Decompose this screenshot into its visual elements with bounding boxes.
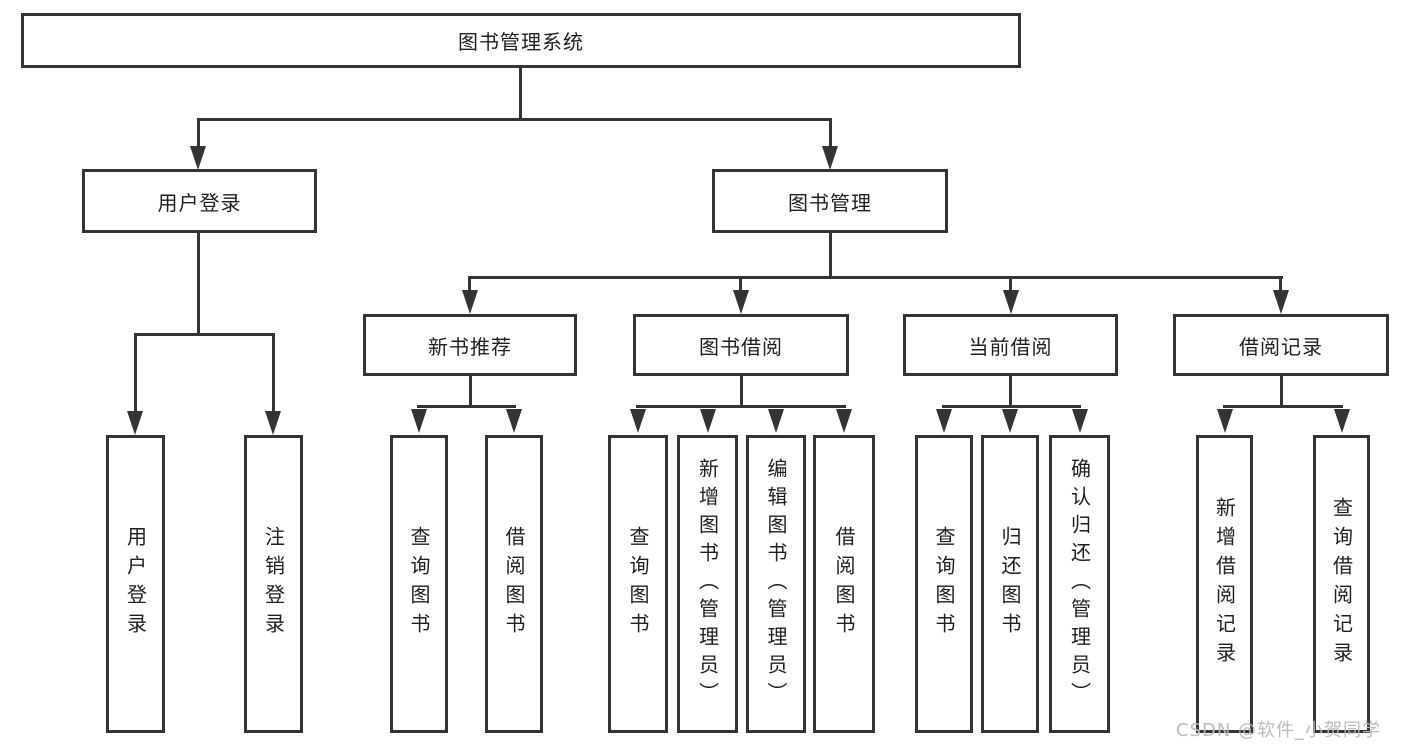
connector-to-mgmt-shaft xyxy=(829,118,832,148)
leaf-rec-add-record: 新增借阅记录 xyxy=(1196,435,1253,733)
leaf-user-login: 用户登录 xyxy=(106,435,165,733)
arrowhead-borrow xyxy=(733,290,749,314)
connector-current-shaft xyxy=(1009,276,1012,292)
connector-newbook-branch xyxy=(417,405,516,408)
connector-newbook-stem xyxy=(469,376,472,407)
node-user-login: 用户登录 xyxy=(82,169,317,233)
connector-login-stem xyxy=(197,233,200,335)
csdn-watermark: CSDN @软件_小贺同学 xyxy=(1176,720,1382,741)
leaf-cur-confirm-return: 确认归还（管理员） xyxy=(1049,435,1110,733)
leaf-bw-query-book: 查询图书 xyxy=(608,435,668,733)
arrowhead-cur-query xyxy=(936,409,952,433)
arrowhead-rec-add xyxy=(1217,409,1233,433)
connector-mgmt-stem xyxy=(829,233,832,278)
leaf-bw-edit-book: 编辑图书（管理员） xyxy=(746,435,806,733)
node-new-book-recommend: 新书推荐 xyxy=(363,314,577,376)
connector-borrow-stem xyxy=(740,376,743,407)
connector-logout-shaft xyxy=(272,333,275,413)
connector-current-branch xyxy=(942,405,1081,408)
node-book-management: 图书管理 xyxy=(712,169,948,233)
connector-records-stem xyxy=(1280,376,1283,407)
connector-borrow-shaft xyxy=(739,276,742,292)
arrowhead-cur-confirm xyxy=(1072,409,1088,433)
connector-root-stem xyxy=(519,68,522,120)
node-borrow-records: 借阅记录 xyxy=(1173,314,1389,376)
connector-borrow-branch xyxy=(636,405,846,408)
arrowhead-bw-edit xyxy=(768,409,784,433)
node-current-borrow: 当前借阅 xyxy=(903,314,1118,376)
arrowhead-rec-query xyxy=(1334,409,1350,433)
leaf-bw-borrow-book: 借阅图书 xyxy=(813,435,875,733)
arrowhead-nb-query xyxy=(411,409,427,433)
arrowhead-bw-borrow xyxy=(836,409,852,433)
connector-root-branch xyxy=(197,118,832,121)
arrowhead-newbook xyxy=(462,290,478,314)
connector-to-login-shaft xyxy=(197,118,200,148)
arrowhead-login-user xyxy=(127,411,143,435)
leaf-nb-query-book: 查询图书 xyxy=(390,435,448,733)
connector-current-stem xyxy=(1009,376,1012,407)
leaf-cur-return-book: 归还图书 xyxy=(981,435,1039,733)
connector-login-user-shaft xyxy=(134,333,137,413)
arrowhead-logout xyxy=(265,411,281,435)
connector-records-shaft xyxy=(1279,276,1282,292)
arrowhead-nb-borrow xyxy=(506,409,522,433)
arrowhead-current xyxy=(1003,290,1019,314)
arrowhead-cur-return xyxy=(1002,409,1018,433)
leaf-cur-query-book: 查询图书 xyxy=(915,435,973,733)
leaf-logout: 注销登录 xyxy=(244,435,303,733)
node-library-system: 图书管理系统 xyxy=(21,13,1021,68)
connector-login-branch xyxy=(134,333,275,336)
arrowhead-bw-query xyxy=(630,409,646,433)
leaf-bw-add-book: 新增图书（管理员） xyxy=(677,435,738,733)
connector-mgmt-branch xyxy=(468,276,1283,279)
leaf-nb-borrow-book: 借阅图书 xyxy=(485,435,543,733)
connector-newbook-shaft xyxy=(468,276,471,292)
arrowhead-records xyxy=(1273,290,1289,314)
node-book-borrow: 图书借阅 xyxy=(633,314,849,376)
connector-records-branch xyxy=(1223,405,1343,408)
leaf-rec-query-record: 查询借阅记录 xyxy=(1313,435,1370,733)
arrowhead-bw-add xyxy=(700,409,716,433)
arrowhead-to-login xyxy=(190,146,206,170)
arrowhead-to-mgmt xyxy=(822,146,838,170)
